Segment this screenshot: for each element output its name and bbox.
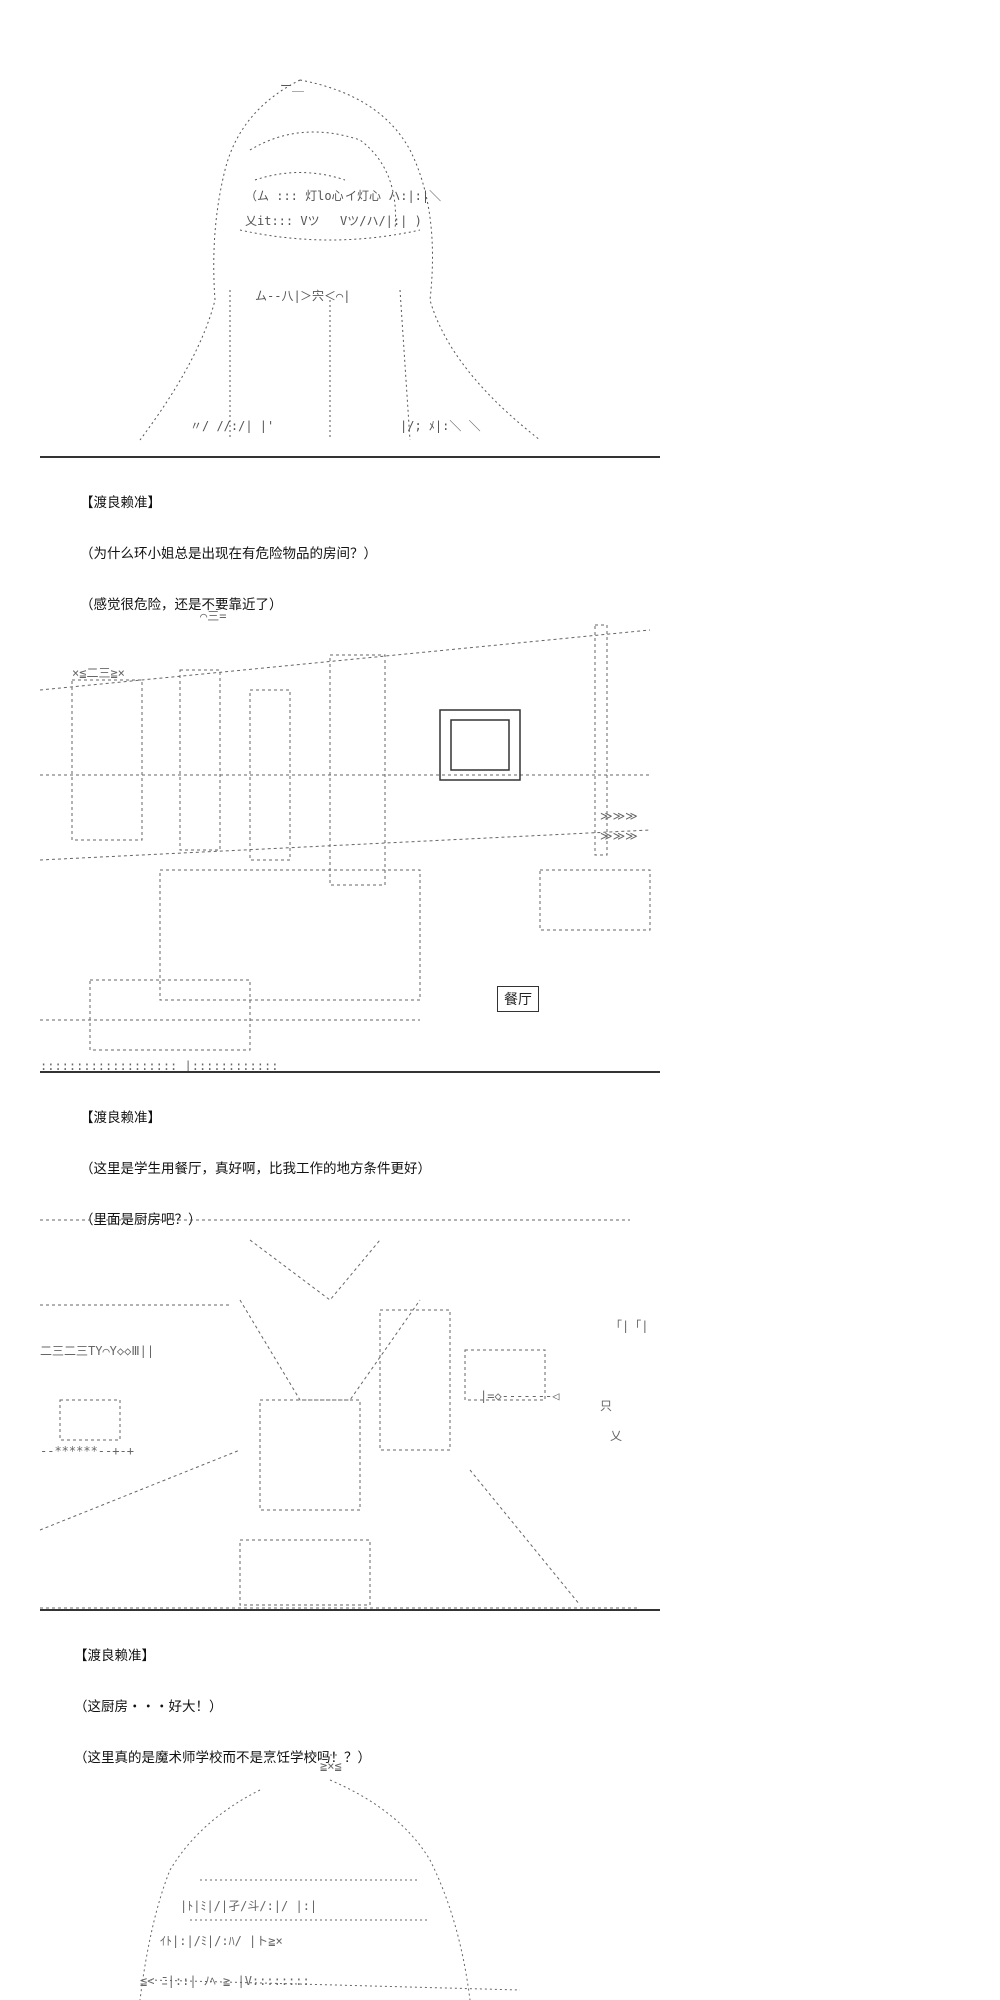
panel-3: 二三二三ТY⌒Y◇◇Ⅲ|| ‐‐******‐‐+‐+ |=◇‐‐‐‐‐‐‐◁ …	[0, 1210, 1000, 1766]
svg-text:::::::::::::::::::: |:::::::::: ::::::::::::::::::: |::::::::::::	[40, 1059, 278, 1073]
svg-text:二三二三ТY⌒Y◇◇Ⅲ||: 二三二三ТY⌒Y◇◇Ⅲ||	[40, 1344, 154, 1358]
caption: 【渡良赖准】 （这厨房・・・好大！） （这里真的是魔术师学校而不是烹饪学校吗！？…	[74, 1614, 371, 1801]
svg-text:|ﾄ|ﾐ|/|孑/斗/:|/ |:|: |ﾄ|ﾐ|/|孑/斗/:|/ |:|	[180, 1899, 317, 1913]
svg-text:「|「|: 「|「|	[610, 1319, 648, 1333]
svg-text:ー＿: ー＿	[280, 79, 304, 93]
panel-1: ー＿ （ム ::: 灯lo心 イ灯心 ハ:|:|＼ 乂it::: Vツ Vツ/ハ…	[0, 0, 1000, 613]
svg-text:ム‐‐八|: ム‐‐八|	[255, 289, 301, 303]
caption-line: （这里真的是魔术师学校而不是烹饪学校吗！？）	[74, 1750, 371, 1766]
svg-text:Vツ/ハ/|:| ): Vツ/ハ/|:| )	[340, 214, 422, 228]
svg-text:ｲﾄ|:|/ﾐ|/:ﾊ/ |ト≧×: ｲﾄ|:|/ﾐ|/:ﾊ/ |ト≧×	[160, 1934, 283, 1948]
caption-line: （这厨房・・・好大！）	[74, 1699, 223, 1715]
panel-divider	[40, 1609, 660, 1611]
caption-line: （里面是厨房吧？）	[80, 1212, 202, 1228]
svg-text:‐‐******‐‐+‐+: ‐‐******‐‐+‐+	[40, 1444, 134, 1458]
svg-text:イ灯心 ハ:|:|＼: イ灯心 ハ:|:|＼	[345, 189, 441, 203]
svg-text:≧×≦: ≧×≦	[320, 1759, 342, 1773]
svg-text:≦< ﾆ|::| ﾉﾍ ≧ |V::::::::: ≦< ﾆ|::| ﾉﾍ ≧ |V::::::::	[140, 1974, 310, 1988]
svg-text:≫≫≫: ≫≫≫	[600, 809, 638, 823]
panel-divider	[40, 456, 660, 458]
cafeteria-scene-art: ⌒三= ×≦二三≧× ≫≫≫ ≫≫≫ ::::::::::::::::::: |…	[39, 609, 651, 1073]
svg-text:只: 只	[600, 1399, 612, 1413]
svg-text:〃/ //:/| |': 〃/ //:/| |'	[190, 419, 274, 433]
cafeteria-sign: 餐厅	[497, 986, 539, 1012]
svg-text:|=◇‐‐‐‐‐‐‐◁: |=◇‐‐‐‐‐‐‐◁	[480, 1389, 559, 1403]
svg-text:乂it::: Vツ: 乂it::: Vツ	[245, 214, 320, 228]
svg-text:乂: 乂	[610, 1429, 622, 1443]
svg-text:≫≫≫: ≫≫≫	[600, 829, 638, 843]
panel-4: ≧×≦ |ﾄ|ﾐ|/|孑/斗/:|/ |:| ｲﾄ|:|/ﾐ|/:ﾊ/ |ト≧×…	[0, 1740, 1000, 2000]
caption-line: （为什么环小姐总是出现在有危险物品的房间？）	[80, 546, 377, 562]
svg-text:×≦二三≧×: ×≦二三≧×	[72, 666, 125, 680]
svg-text:⌒三=: ⌒三=	[200, 609, 226, 623]
speaker-name: 【渡良赖准】	[80, 1110, 161, 1126]
caption: 【渡良赖准】 （为什么环小姐总是出现在有危险物品的房间？） （感觉很危险，还是不…	[80, 461, 377, 648]
panel-2: ⌒三= ×≦二三≧× ≫≫≫ ≫≫≫ ::::::::::::::::::: |…	[0, 600, 1000, 1228]
speaker-name: 【渡良赖准】	[80, 495, 161, 511]
svg-text:＞宍＜⌒|: ＞宍＜⌒|	[300, 288, 350, 303]
caption: 【渡良赖准】 （这里是学生用餐厅，真好啊，比我工作的地方条件更好） （里面是厨房…	[80, 1076, 431, 1263]
character-portrait-art-2: ≧×≦ |ﾄ|ﾐ|/|孑/斗/:|/ |:| ｲﾄ|:|/ﾐ|/:ﾊ/ |ト≧×…	[139, 1754, 521, 2000]
panel-divider	[40, 1071, 660, 1073]
caption-line: （这里是学生用餐厅，真好啊，比我工作的地方条件更好）	[80, 1161, 431, 1177]
svg-text:（ム ::: 灯lo心: （ム ::: 灯lo心	[245, 189, 344, 203]
character-portrait-art: ー＿ （ム ::: 灯lo心 イ灯心 ハ:|:|＼ 乂it::: Vツ Vツ/ハ…	[139, 79, 541, 441]
speaker-name: 【渡良赖准】	[74, 1648, 155, 1664]
kitchen-scene-art: 二三二三ТY⌒Y◇◇Ⅲ|| ‐‐******‐‐+‐+ |=◇‐‐‐‐‐‐‐◁ …	[39, 1219, 648, 1609]
svg-text:|/; ﾒ|:＼ ＼: |/; ﾒ|:＼ ＼	[400, 419, 481, 433]
caption-line: （感觉很危险，还是不要靠近了）	[80, 597, 283, 613]
